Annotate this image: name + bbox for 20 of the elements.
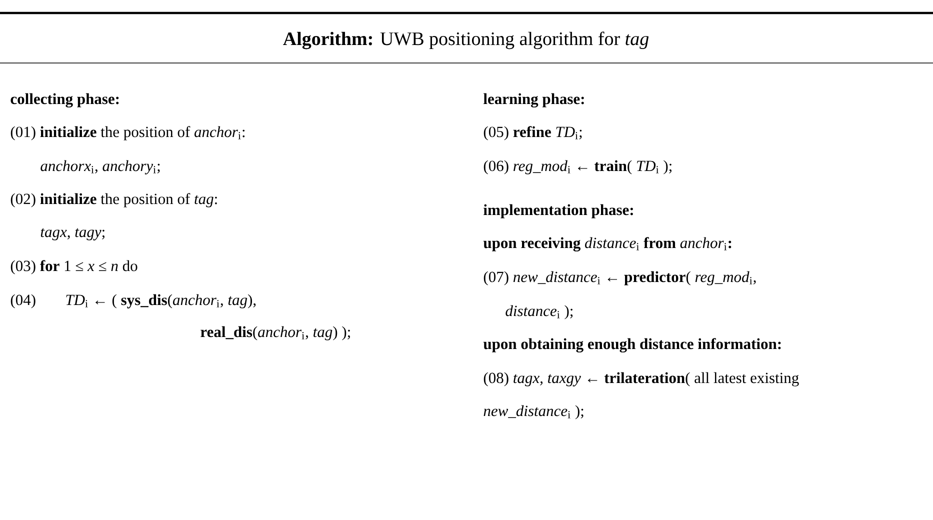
algorithm-line: (06) reg_mod$_{i}$ ← train( TD$_{i}$ ); bbox=[484, 160, 672, 174]
algorithm-line: (01) initialize the position of anchor$_{i}$: bbox=[10, 126, 245, 140]
phase-heading: upon obtaining enough distance information: bbox=[483, 338, 781, 352]
algorithm-line: upon receiving distance$_{i}$ from anchor$_{i}$: bbox=[483, 237, 732, 252]
algorithm-line: TD$_{i}$ ← ( sys_dis(anchor$_{i}$, tag), bbox=[66, 294, 256, 308]
algorithm-line: distance$_{i}$ ); bbox=[506, 305, 573, 320]
algorithm-line: (07) new_distance$_{i}$ ← predictor( reg_mod$_{i}$, bbox=[484, 271, 756, 286]
phase-heading: implementation phase: bbox=[484, 204, 633, 218]
algorithm-line: real_dis(anchor$_{i}$, tag) ); bbox=[200, 326, 350, 340]
algorithm-line: new_distance$_{i}$ ); bbox=[484, 405, 584, 420]
algorithm-line: anchorx$_{i}$, anchory$_{i}$; bbox=[40, 160, 160, 174]
algorithm-line: (03) for 1 ≤ x ≤ n do bbox=[10, 260, 138, 274]
phase-heading: learning phase: bbox=[484, 93, 584, 108]
phase-heading: collecting phase: bbox=[10, 93, 119, 108]
algorithm-line: (02) initialize the position of tag: bbox=[10, 193, 217, 208]
algorithm-line: (05) refine TD$_{i}$; bbox=[484, 126, 582, 140]
algorithm-title: Algorithm: UWB positioning algorithm for tag bbox=[283, 32, 649, 50]
algorithm-line: tagx, tagy; bbox=[40, 228, 104, 240]
line-number: (04) bbox=[10, 294, 36, 308]
algorithm-line: (08) tagx, taxgy ← trilateration( all latest existing bbox=[484, 372, 799, 386]
